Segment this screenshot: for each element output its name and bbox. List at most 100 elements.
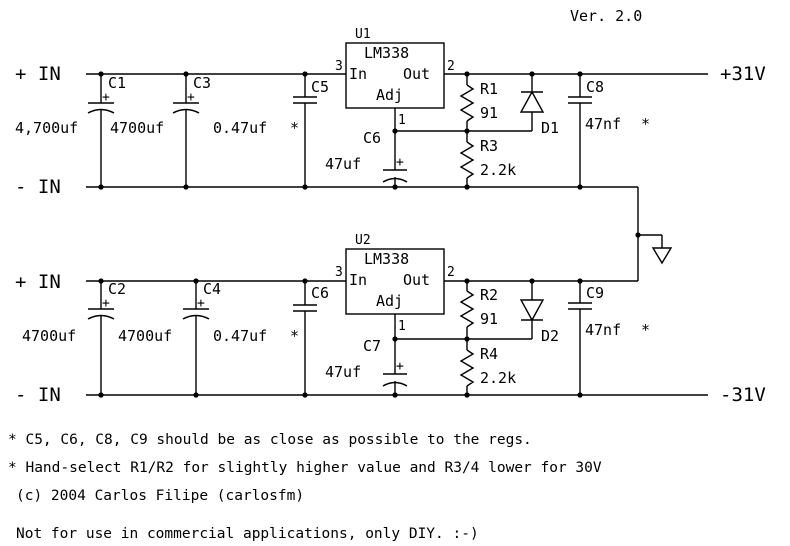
- upper-c1-value: 4,700uf: [15, 119, 78, 137]
- ground-junction-dot: [635, 232, 641, 238]
- upper-d1-body: [519, 90, 545, 113]
- lower-junction-dot: [529, 278, 535, 284]
- upper-c6-value: 47uf: [325, 155, 361, 173]
- upper-junction-dot: [98, 184, 104, 190]
- lower-junction-dot: [577, 278, 583, 284]
- lower-r4-value: 2.2k: [480, 369, 516, 387]
- lower-c7-ref: C7: [363, 337, 381, 355]
- lower-c2-value: 4700uf: [22, 327, 76, 345]
- lower-junction-dot: [98, 392, 104, 398]
- lower-junction-dot: [464, 278, 470, 284]
- lower-r4-ref: R4: [480, 345, 498, 363]
- note-line: (c) 2004 Carlos Filipe (carlosfm): [16, 488, 304, 504]
- lower-c9-ref: C9: [586, 284, 604, 302]
- lower-junction-dot: [577, 392, 583, 398]
- lower-in-plus-label: + IN: [15, 271, 61, 293]
- lower-pin1-number: 1: [398, 319, 406, 334]
- ground-icon: [651, 247, 673, 265]
- lower-c4-plus-mark: +: [197, 296, 205, 311]
- upper-c3-plus-mark: +: [187, 90, 195, 105]
- upper-c8-ref: C8: [586, 78, 604, 96]
- lower-junction-dot: [464, 336, 470, 342]
- upper-junction-dot: [577, 184, 583, 190]
- lower-regulator-ref: U2: [355, 233, 371, 248]
- upper-regulator-part: LM338: [364, 44, 409, 62]
- upper-c6-ref: C6: [363, 129, 381, 147]
- notes-block: * C5, C6, C8, C9 should be as close as p…: [8, 432, 602, 542]
- upper-c8-value: 47nf: [585, 115, 621, 133]
- upper-junction-dot: [464, 184, 470, 190]
- lower-c7-plus-mark: +: [396, 359, 404, 374]
- upper-regulator-ref: U1: [355, 27, 371, 42]
- upper-regulator-in-pin: In: [349, 65, 367, 83]
- upper-c5-value: 0.47uf: [213, 119, 267, 137]
- upper-section: + IN - IN +31V U1 LM338 In Out Adj 3 2 1…: [15, 27, 766, 198]
- upper-c5-ref: C5: [311, 78, 329, 96]
- upper-junction-dot: [577, 71, 583, 77]
- lower-regulator-out-pin: Out: [403, 271, 430, 289]
- lower-regulator-in-pin: In: [349, 271, 367, 289]
- upper-regulator-out-pin: Out: [403, 65, 430, 83]
- upper-r1-ref: R1: [480, 80, 498, 98]
- lower-junction-dot: [392, 336, 398, 342]
- upper-regulator-adj-pin: Adj: [376, 86, 403, 104]
- version-label: Ver. 2.0: [570, 7, 642, 25]
- lower-c4-ref: C4: [203, 280, 221, 298]
- lower-c6-value: 0.47uf: [213, 327, 267, 345]
- center-ground-link: [635, 187, 673, 281]
- upper-in-plus-label: + IN: [15, 63, 61, 85]
- upper-junction-dot: [183, 71, 189, 77]
- upper-junction-dot: [98, 71, 104, 77]
- upper-c3-ref: C3: [193, 74, 211, 92]
- upper-r3-ref: R3: [480, 137, 498, 155]
- lower-r4-zigzag: [459, 349, 475, 387]
- upper-pin3-number: 3: [335, 59, 343, 74]
- note-line: Not for use in commercial applications, …: [16, 526, 479, 542]
- note-line: * C5, C6, C8, C9 should be as close as p…: [8, 432, 532, 448]
- lower-regulator-part: LM338: [364, 250, 409, 268]
- lower-regulator-adj-pin: Adj: [376, 292, 403, 310]
- lower-in-minus-label: - IN: [15, 384, 61, 406]
- lower-d2-ref: D2: [541, 327, 559, 345]
- upper-c3-value: 4700uf: [110, 119, 164, 137]
- lower-junction-dot: [98, 278, 104, 284]
- lower-d2-body: [519, 299, 545, 322]
- lower-r2-zigzag: [459, 290, 475, 328]
- lower-section: + IN - IN -31V U2 LM338 In Out Adj 3 2 1…: [15, 233, 766, 406]
- lower-output-label: -31V: [720, 384, 766, 406]
- upper-junction-dot: [302, 184, 308, 190]
- lower-r2-ref: R2: [480, 286, 498, 304]
- upper-r1-value: 91: [480, 104, 498, 122]
- lower-pin2-number: 2: [447, 265, 455, 280]
- upper-in-minus-label: - IN: [15, 176, 61, 198]
- upper-junction-dot: [464, 71, 470, 77]
- lower-c7-value: 47uf: [325, 363, 361, 381]
- lower-junction-dot: [464, 392, 470, 398]
- lower-c9-note-mark: *: [641, 321, 650, 339]
- lower-junction-dot: [302, 392, 308, 398]
- lower-junction-dot: [193, 392, 199, 398]
- lower-junction-dot: [193, 278, 199, 284]
- upper-d1-ref: D1: [541, 119, 559, 137]
- upper-junction-dot: [464, 128, 470, 134]
- upper-output-label: +31V: [720, 63, 766, 85]
- lower-c2-ref: C2: [108, 280, 126, 298]
- lower-c6-ref: C6: [311, 284, 329, 302]
- upper-r3-value: 2.2k: [480, 161, 516, 179]
- upper-junction-dot: [392, 128, 398, 134]
- upper-junction-dot: [183, 184, 189, 190]
- lower-c9-value: 47nf: [585, 321, 621, 339]
- upper-c1-plus-mark: +: [102, 90, 110, 105]
- upper-c8-note-mark: *: [641, 115, 650, 133]
- upper-c1-ref: C1: [108, 74, 126, 92]
- lower-junction-dot: [302, 278, 308, 284]
- lower-c4-value: 4700uf: [118, 327, 172, 345]
- upper-c6-plus-mark: +: [396, 155, 404, 170]
- upper-pin1-number: 1: [398, 113, 406, 128]
- upper-pin2-number: 2: [447, 59, 455, 74]
- upper-junction-dot: [392, 184, 398, 190]
- note-line: * Hand-select R1/R2 for slightly higher …: [8, 460, 602, 476]
- lower-pin3-number: 3: [335, 265, 343, 280]
- lower-r2-value: 91: [480, 310, 498, 328]
